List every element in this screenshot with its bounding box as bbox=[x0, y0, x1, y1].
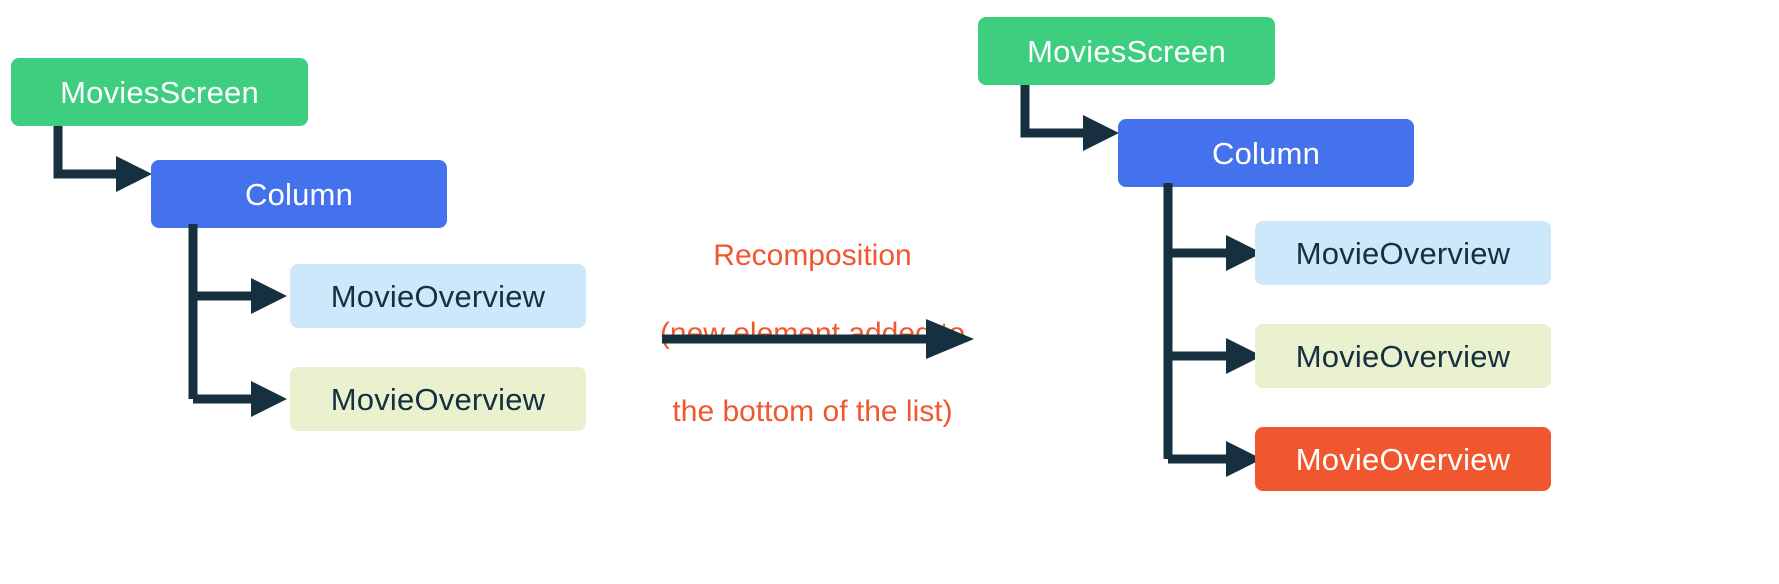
after-column-label: Column bbox=[1211, 135, 1321, 171]
before-movies-screen-label: MoviesScreen bbox=[60, 74, 259, 110]
after-connector-column-to-children bbox=[1163, 183, 1262, 477]
after-node-movie-overview-3-new: MovieOverview bbox=[1255, 427, 1551, 491]
before-movie-overview-1-label: MovieOverview bbox=[330, 278, 546, 314]
after-node-movie-overview-2: MovieOverview bbox=[1255, 324, 1551, 388]
after-node-column: Column bbox=[1118, 119, 1414, 187]
transition-arrow-icon bbox=[662, 319, 974, 359]
before-connector-screen-to-column bbox=[53, 126, 152, 192]
after-movie-overview-3-label: MovieOverview bbox=[1295, 441, 1511, 477]
before-node-movie-overview-1: MovieOverview bbox=[290, 264, 586, 328]
after-movie-overview-2-label: MovieOverview bbox=[1295, 338, 1511, 374]
before-movie-overview-2-label: MovieOverview bbox=[330, 381, 546, 417]
after-node-movies-screen: MoviesScreen bbox=[978, 17, 1275, 85]
transition-caption-line-1: Recomposition bbox=[713, 239, 912, 272]
before-node-column: Column bbox=[151, 160, 447, 228]
after-movie-overview-1-label: MovieOverview bbox=[1295, 235, 1511, 271]
before-connector-column-to-children bbox=[188, 224, 287, 417]
before-node-movie-overview-2: MovieOverview bbox=[290, 367, 586, 431]
after-movies-screen-label: MoviesScreen bbox=[1027, 33, 1226, 69]
transition-caption-line-3: the bottom of the list) bbox=[672, 395, 953, 428]
after-node-movie-overview-1: MovieOverview bbox=[1255, 221, 1551, 285]
before-node-movies-screen: MoviesScreen bbox=[11, 58, 308, 126]
after-connector-screen-to-column bbox=[1020, 85, 1119, 151]
before-column-label: Column bbox=[244, 176, 354, 212]
